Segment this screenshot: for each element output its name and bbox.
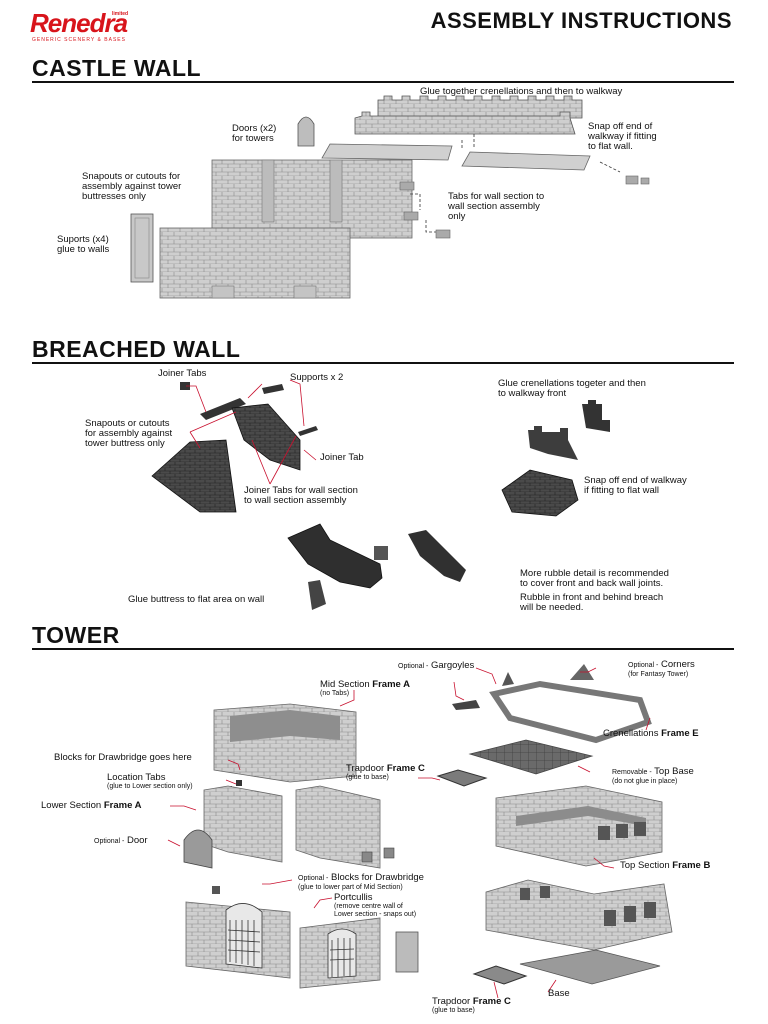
label-blocks-for-drawbridge: Optional - Blocks for Drawbridge (glue t…: [298, 873, 424, 892]
rubble-piece: [308, 580, 326, 610]
lower-section-frame: [204, 786, 282, 862]
label-door: Optional - Door: [94, 836, 148, 847]
label-gargoyles: Optional - Gargoyles: [398, 661, 474, 672]
label-joiner-tab: Joiner Tab: [320, 453, 364, 463]
wall-front: [160, 228, 350, 298]
breached-wall-divider: [32, 362, 734, 364]
breached-wall-title: BREACHED WALL: [32, 336, 240, 363]
support-piece: [131, 214, 153, 282]
support-piece: [298, 426, 318, 436]
label-lower-section: Lower Section Frame A: [41, 801, 142, 811]
label-glue-buttress: Glue buttress to flat area on wall: [128, 595, 264, 605]
gargoyle-piece: [452, 700, 480, 710]
castle-wall-title: CASTLE WALL: [32, 55, 201, 82]
door-piece: [184, 830, 212, 868]
door-piece: [298, 117, 314, 146]
label-mid-section: Mid Section Frame A (no Tabs): [320, 680, 410, 698]
label-supports: Suports (x4)glue to walls: [57, 235, 109, 255]
label-trapdoor-top: Trapdoor Frame C (glue to base): [346, 764, 425, 782]
label-base: Base: [548, 989, 570, 999]
gargoyle-piece: [502, 672, 514, 686]
walkway-piece: [322, 144, 452, 160]
walkway-snap-piece: [626, 176, 638, 184]
label-crenellations-frame: Crenellations Frame E: [603, 729, 699, 739]
label-top-base: Removable - Top Base (do not glue in pla…: [612, 767, 694, 786]
label-top-section: Top Section Frame B: [620, 861, 710, 871]
label-supports-x2: Supports x 2: [290, 373, 343, 383]
buttress-piece: [288, 524, 382, 588]
label-portcullis: Portcullis (remove centre wall of Lower …: [334, 893, 416, 919]
support-piece: [262, 384, 284, 394]
trapdoor-frame-c: [438, 770, 486, 786]
wall-back: [212, 160, 412, 238]
trapdoor-frame-c: [474, 966, 526, 984]
crenellation-piece: [378, 96, 582, 118]
label-corners: Optional - Corners (for Fantasy Tower): [628, 660, 695, 679]
castle-wall-parts: [131, 96, 649, 298]
tower-title: TOWER: [32, 622, 120, 649]
label-blocks-drawbridge-here: Blocks for Drawbridge goes here: [54, 753, 192, 763]
walkway-piece: [462, 152, 590, 170]
crenellation-piece: [528, 426, 578, 460]
tower-parts: [168, 664, 672, 998]
walkway-snap-piece: [641, 178, 649, 184]
castle-wall-divider: [32, 81, 734, 83]
label-trapdoor-bottom: Trapdoor Frame C (glue to base): [432, 997, 511, 1015]
breached-section: [232, 404, 300, 470]
crenellation-piece: [582, 400, 610, 432]
label-location-tabs: Location Tabs (glue to Lower section onl…: [107, 773, 193, 791]
breached-floor: [152, 440, 236, 512]
walkway-piece: [502, 470, 578, 516]
label-doors: Doors (x2)for towers: [232, 124, 276, 144]
base-piece: [520, 950, 660, 984]
label-joiner-tabs: Joiner Tabs: [158, 369, 206, 379]
tower-divider: [32, 648, 734, 650]
top-base: [470, 740, 592, 774]
rubble-piece: [408, 530, 466, 582]
label-crenellations: Glue together crenellations and then to …: [420, 87, 622, 97]
